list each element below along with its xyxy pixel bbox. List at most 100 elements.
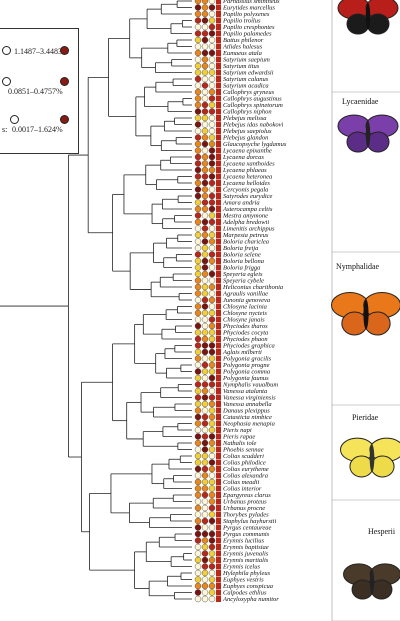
trait-dot: [201, 36, 209, 44]
trait-dot: [208, 17, 216, 24]
trait-bar: [216, 173, 221, 180]
trait-dot: [201, 530, 209, 538]
trait-bar: [216, 225, 221, 232]
species-label: Staphylus hayhurstii: [223, 518, 276, 525]
species-label: Cercyonis pegala: [223, 187, 268, 194]
trait-dot: [208, 186, 216, 193]
trait-dot: [194, 543, 202, 551]
trait-dot: [194, 270, 202, 278]
trait-bar: [216, 43, 221, 50]
trait-dot: [194, 30, 202, 37]
species-label: Eurytides marcellus: [222, 5, 275, 12]
trait-bar: [216, 427, 221, 433]
trait-dot: [208, 277, 216, 284]
trait-dot: [201, 114, 209, 122]
trait-dot: [208, 374, 216, 382]
species-label: Phyciodes cocyta: [222, 330, 268, 337]
monarch-butterfly-icon: [331, 291, 400, 336]
trait-dot: [194, 595, 202, 603]
trait-bar: [216, 108, 221, 115]
trait-dot: [201, 283, 209, 291]
trait-dot: [201, 166, 209, 174]
trait-dot: [194, 108, 202, 115]
trait-bar: [216, 303, 221, 310]
butterfly-wing: [364, 311, 391, 336]
trait-dot: [208, 524, 216, 531]
species-label: Papilio palamedes: [222, 31, 272, 38]
trait-bar: [216, 30, 221, 37]
trait-dot: [201, 186, 209, 193]
trait-dot: [208, 589, 216, 596]
trait-bar: [216, 407, 221, 414]
trait-dot: [201, 127, 209, 135]
trait-dot: [194, 225, 202, 232]
trait-dot: [208, 166, 216, 174]
trait-bar: [216, 570, 221, 576]
trait-dot: [208, 218, 216, 226]
trait-dot: [201, 426, 209, 434]
species-label: Callophrys augustinus: [223, 96, 282, 103]
trait-dot: [208, 329, 216, 336]
trait-bar: [216, 583, 221, 589]
trait-dot: [194, 160, 202, 167]
trait-dot: [194, 153, 202, 161]
species-label: Vanessa atalanta: [223, 388, 267, 395]
trait-dot: [208, 153, 216, 161]
trait-bar: [216, 0, 221, 4]
species-label: Colias interior: [223, 486, 262, 493]
trait-dot: [201, 205, 209, 213]
trait-dot: [201, 329, 209, 336]
trait-dot: [194, 62, 202, 70]
trait-bar: [216, 414, 221, 420]
trait-dot: [208, 95, 216, 102]
species-label: Vanessa annabella: [223, 401, 272, 408]
trait-dot: [194, 166, 202, 174]
trait-dot: [208, 43, 216, 50]
trait-dot: [201, 576, 209, 583]
trait-dot: [208, 88, 216, 96]
species-label: Plebejus glandon: [222, 135, 268, 142]
trait-bar: [216, 511, 221, 518]
trait-dot: [194, 101, 202, 109]
trait-bar: [216, 160, 221, 167]
trait-bar: [216, 147, 221, 154]
trait-dot: [201, 316, 209, 323]
butterfly-wing: [346, 13, 370, 35]
trait-dot: [194, 114, 202, 122]
trait-dot: [201, 277, 209, 284]
species-label: Satyrium edwardsii: [223, 70, 274, 77]
trait-dot: [208, 160, 216, 167]
trait-dot: [194, 0, 202, 5]
trait-bar: [216, 388, 221, 394]
species-label: Chlosyne janais: [223, 317, 265, 324]
trait-dot: [194, 550, 202, 557]
trait-dot: [201, 556, 209, 564]
trait-dot: [194, 576, 202, 583]
trait-dot: [208, 439, 216, 447]
trait-dot: [194, 283, 202, 291]
butterfly-wing: [370, 455, 395, 478]
trait-bar: [216, 355, 221, 362]
species-label: Plebejus melissa: [222, 115, 267, 122]
trait-dot: [194, 491, 202, 499]
trait-bar: [216, 472, 221, 479]
trait-dot: [208, 563, 216, 570]
trait-dot: [194, 290, 202, 297]
trait-bar: [216, 199, 221, 206]
trait-dot: [194, 433, 202, 440]
trait-dot: [208, 303, 216, 310]
butterfly-wing: [365, 121, 371, 147]
trait-dot: [194, 517, 202, 525]
trait-dot: [201, 407, 209, 414]
species-label: Callophrys niphon: [223, 109, 272, 116]
trait-dot: [194, 426, 202, 434]
trait-dot: [208, 452, 216, 460]
trait-dot: [201, 498, 209, 505]
species-label: Euphyes conspicua: [222, 583, 273, 590]
species-label: Polygonia progne: [222, 362, 270, 369]
species-label: Erynnis martialis: [222, 557, 269, 564]
legend-filled-dot-icon: [60, 115, 69, 124]
trait-dot: [194, 556, 202, 564]
trait-bar: [216, 56, 221, 63]
